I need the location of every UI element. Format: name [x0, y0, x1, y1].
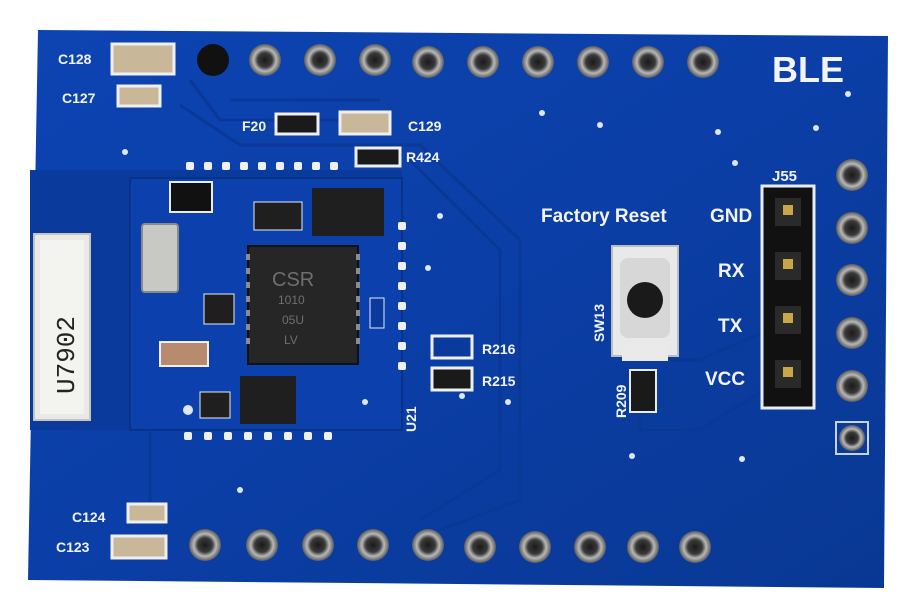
chip-marking: CSR 1010 05U LV: [272, 269, 314, 347]
pin-label-tx: TX: [718, 316, 743, 337]
ic-small-top: [169, 181, 213, 213]
pin-label-gnd: GND: [710, 206, 752, 227]
module-castellations: [184, 162, 406, 440]
label-c128: C128: [58, 51, 92, 67]
chip-antenna: [33, 233, 91, 421]
label-r424: R424: [406, 149, 440, 165]
label-r209: R209: [613, 384, 629, 418]
ic-upper-right: [312, 188, 384, 236]
r209-resistor: [629, 369, 657, 413]
label-u21: U21: [403, 406, 419, 432]
label-c123: C123: [56, 539, 90, 555]
board-title-label: BLE: [772, 49, 844, 90]
svg-text:CSR: CSR: [272, 269, 314, 291]
j55-header: [760, 184, 816, 410]
ble-soc-chip: [246, 245, 360, 365]
label-f20: F20: [242, 118, 266, 134]
label-r216: R216: [482, 341, 516, 357]
right-pin-column: [835, 159, 869, 455]
sw13-tactile-switch: [611, 245, 679, 361]
pin-label-vcc: VCC: [705, 369, 745, 390]
j55-label: J55: [772, 168, 797, 185]
bottom-pin-row: [189, 529, 711, 563]
svg-text:05U: 05U: [282, 313, 304, 327]
label-c129: C129: [408, 118, 442, 134]
top-pin-row: [197, 44, 719, 78]
pin-label-rx: RX: [718, 261, 745, 282]
label-sw13: SW13: [591, 304, 607, 342]
label-c127: C127: [62, 90, 96, 106]
svg-text:LV: LV: [284, 333, 298, 347]
label-r215: R215: [482, 373, 516, 389]
svg-text:1010: 1010: [278, 293, 305, 307]
label-c124: C124: [72, 509, 106, 525]
smd-components: [110, 42, 474, 560]
factory-reset-label: Factory Reset: [541, 206, 667, 227]
crystal-oscillator: [141, 223, 179, 293]
antenna-marking: U7902: [52, 316, 82, 394]
ic-lower: [240, 376, 296, 424]
vias: [122, 91, 851, 493]
